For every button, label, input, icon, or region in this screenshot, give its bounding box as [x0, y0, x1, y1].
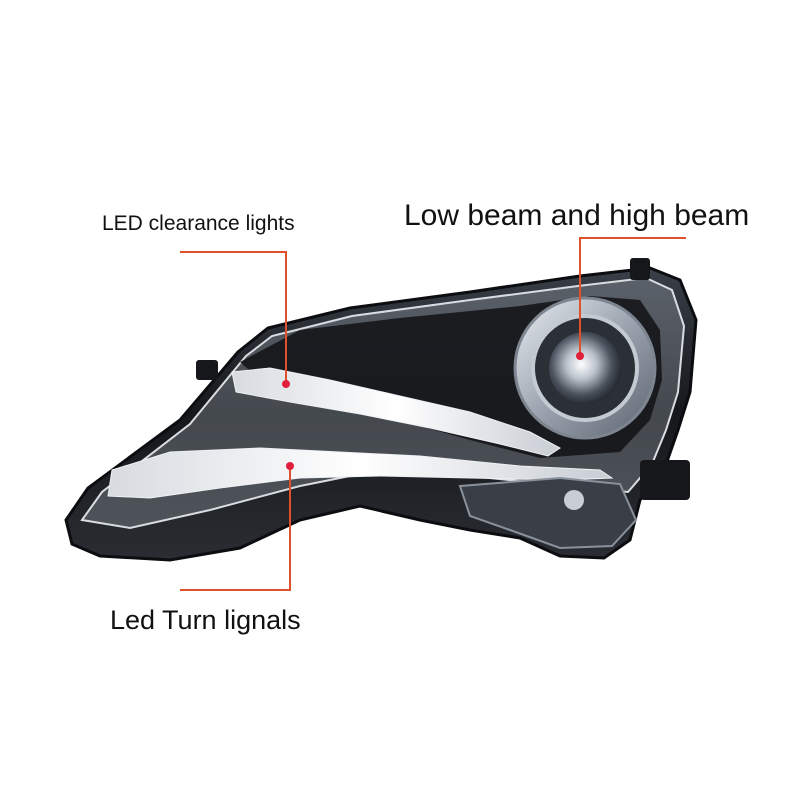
leader-line-beam: [579, 237, 686, 356]
lower-reflector-bulb: [564, 490, 584, 510]
marker-clearance: [282, 380, 290, 388]
projector-lens: [549, 332, 621, 404]
lower-reflector: [458, 476, 638, 550]
clearance-lights-label: LED clearance lights: [102, 212, 295, 235]
rear-connector: [640, 460, 690, 500]
marker-beam: [576, 352, 584, 360]
left-mount-tab: [196, 360, 218, 380]
marker-turn: [286, 462, 294, 470]
beam-label: Low beam and high beam: [404, 199, 750, 232]
leader-lines: [180, 237, 686, 591]
led-turn-strip: [107, 447, 614, 499]
led-clearance-strip: [231, 367, 561, 457]
top-mount-tab: [630, 258, 650, 280]
turn-signals-label: Led Turn lignals: [110, 605, 301, 635]
leader-line-clearance: [180, 251, 287, 382]
leader-line-turn: [180, 466, 291, 591]
